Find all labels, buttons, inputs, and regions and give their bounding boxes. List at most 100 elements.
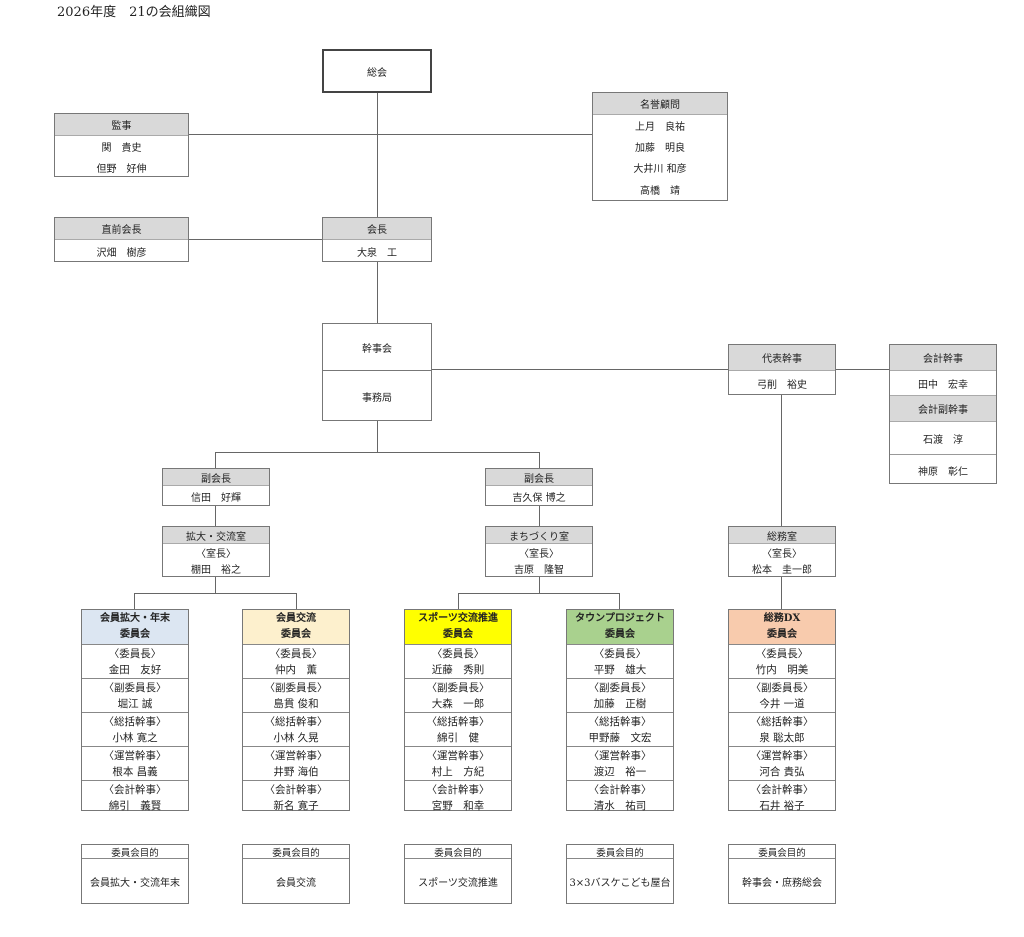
- advisor-member: 上月 良祐: [635, 122, 685, 133]
- general-assembly-label: 総会: [367, 67, 387, 79]
- room-title: 総務室: [729, 527, 835, 544]
- member-name: 新名 寛子: [273, 799, 319, 812]
- committee-box: 会員交流 委員会 〈委員長〉 仲内 薫 〈副委員長〉 島貫 俊和 〈総括幹事〉 …: [242, 609, 350, 814]
- representative-secretary-title: 代表幹事: [729, 345, 835, 371]
- connector: [188, 134, 592, 135]
- member-name: 近藤 秀則: [431, 663, 485, 676]
- purpose-label: 委員会目的: [567, 845, 673, 859]
- role-label: 〈総括幹事〉: [588, 715, 652, 728]
- committee-role-section: 〈会計幹事〉 新名 寛子: [243, 781, 349, 814]
- president-box: 会長 大泉 工: [322, 217, 432, 262]
- committee-box: 総務DX 委員会 〈委員長〉 竹内 明美 〈副委員長〉 今井 一道 〈総括幹事〉…: [728, 609, 836, 814]
- member-name: 平野 雄大: [593, 663, 647, 676]
- general-assembly-box: 総会: [322, 49, 432, 93]
- member-name: 村上 方紀: [431, 765, 485, 778]
- member-name: 河合 貴弘: [759, 765, 805, 778]
- role-label: 〈会計幹事〉: [103, 783, 167, 796]
- role-label: 〈副委員長〉: [264, 681, 328, 694]
- member-name: 綿引 健: [437, 731, 479, 744]
- treasurer-name: 田中 宏幸: [918, 379, 968, 391]
- role-label: 〈運営幹事〉: [264, 749, 328, 762]
- treasurer-box: 会計幹事 田中 宏幸 会計副幹事 石渡 淳 神原 彰仁: [889, 344, 997, 484]
- committee-role-section: 〈会計幹事〉 綿引 義賢: [82, 781, 188, 814]
- role-label: 〈総括幹事〉: [264, 715, 328, 728]
- committee-suffix: 委員会: [120, 629, 150, 640]
- committee-box: 会員拡大・年末 委員会 〈委員長〉 金田 友好 〈副委員長〉 堀江 誠 〈総括幹…: [81, 609, 189, 814]
- room-box: まちづくり室 〈室長〉 吉原 隆智: [485, 526, 593, 577]
- past-president-name: 沢畑 樹彦: [96, 247, 147, 259]
- purpose-text: 幹事会・庶務総会: [742, 878, 822, 889]
- role-label: 〈副委員長〉: [588, 681, 652, 694]
- room-box: 拡大・交流室 〈室長〉 棚田 裕之: [162, 526, 270, 577]
- committee-suffix: 委員会: [605, 629, 635, 640]
- committee-role-section: 〈会計幹事〉 宮野 和幸: [405, 781, 511, 814]
- committee-header: 会員拡大・年末 委員会: [82, 610, 188, 645]
- committee-role-section: 〈副委員長〉 島貫 俊和: [243, 679, 349, 713]
- connector: [377, 92, 378, 217]
- role-label: 〈総括幹事〉: [750, 715, 814, 728]
- member-name: 島貫 俊和: [273, 697, 319, 710]
- purpose-label: 委員会目的: [405, 845, 511, 859]
- purpose-label: 委員会目的: [82, 845, 188, 859]
- connector: [539, 452, 540, 468]
- member-name: 竹内 明美: [755, 663, 809, 676]
- room-head: 松本 圭一郎: [752, 564, 812, 576]
- committee-name: スポーツ交流推進: [418, 613, 498, 624]
- committee-role-section: 〈総括幹事〉 小林 久晃: [243, 713, 349, 747]
- room-role: 〈室長〉: [196, 548, 236, 560]
- member-name: 綿引 義賢: [108, 799, 162, 812]
- committee-role-section: 〈委員長〉 竹内 明美: [729, 645, 835, 679]
- committee-box: タウンプロジェクト 委員会 〈委員長〉 平野 雄大 〈副委員長〉 加藤 正樹 〈…: [566, 609, 674, 814]
- auditor-member: 関 貴史: [101, 143, 142, 154]
- committee-role-section: 〈委員長〉 平野 雄大: [567, 645, 673, 679]
- member-name: 小林 寛之: [112, 731, 158, 744]
- committee-role-section: 〈会計幹事〉 石井 裕子: [729, 781, 835, 814]
- past-president-title: 直前会長: [55, 218, 188, 240]
- committee-role-section: 〈会計幹事〉 清水 祐司: [567, 781, 673, 814]
- connector: [619, 593, 620, 609]
- committee-purpose-box: 委員会目的 3×3バスケこども屋台: [566, 844, 674, 904]
- room-title: 拡大・交流室: [163, 527, 269, 544]
- committee-purpose-box: 委員会目的 会員拡大・交流年末: [81, 844, 189, 904]
- purpose-text: スポーツ交流推進: [418, 878, 498, 889]
- committee-role-section: 〈運営幹事〉 河合 貴弘: [729, 747, 835, 781]
- connector: [134, 593, 297, 594]
- committee-header: スポーツ交流推進 委員会: [405, 610, 511, 645]
- purpose-text: 3×3バスケこども屋台: [569, 878, 671, 889]
- room-title: まちづくり室: [486, 527, 592, 544]
- role-label: 〈副委員長〉: [426, 681, 490, 694]
- connector: [781, 394, 782, 526]
- committee-role-section: 〈総括幹事〉 綿引 健: [405, 713, 511, 747]
- vice-president-title: 副会長: [486, 469, 592, 486]
- role-label: 〈委員長〉: [593, 647, 647, 660]
- member-name: 井野 海伯: [273, 765, 319, 778]
- committee-purpose-box: 委員会目的 スポーツ交流推進: [404, 844, 512, 904]
- purpose-label: 委員会目的: [243, 845, 349, 859]
- auditor-title: 監事: [55, 114, 188, 136]
- vice-treasurer-title: 会計副幹事: [890, 395, 996, 422]
- member-name: 宮野 和幸: [431, 799, 485, 812]
- vice-treasurer-name: 神原 彰仁: [918, 466, 968, 478]
- member-name: 今井 一道: [759, 697, 805, 710]
- connector: [134, 593, 135, 609]
- committee-role-section: 〈副委員長〉 堀江 誠: [82, 679, 188, 713]
- committee-suffix: 委員会: [767, 629, 797, 640]
- committee-header: 会員交流 委員会: [243, 610, 349, 645]
- committee-header: 総務DX 委員会: [729, 610, 835, 645]
- committee-suffix: 委員会: [281, 629, 311, 640]
- auditor-box: 監事 関 貴史 但野 好伸: [54, 113, 189, 177]
- committee-name: タウンプロジェクト: [575, 613, 665, 624]
- committee-name: 会員拡大・年末: [100, 613, 170, 624]
- role-label: 〈運営幹事〉: [750, 749, 814, 762]
- committee-header: タウンプロジェクト 委員会: [567, 610, 673, 645]
- connector: [215, 576, 216, 593]
- committee-role-section: 〈運営幹事〉 井野 海伯: [243, 747, 349, 781]
- purpose-text: 会員交流: [276, 878, 316, 889]
- president-title: 会長: [323, 218, 431, 240]
- role-label: 〈総括幹事〉: [426, 715, 490, 728]
- room-box: 総務室 〈室長〉 松本 圭一郎: [728, 526, 836, 577]
- role-label: 〈委員長〉: [431, 647, 485, 660]
- connector: [458, 593, 459, 609]
- connector: [296, 593, 297, 609]
